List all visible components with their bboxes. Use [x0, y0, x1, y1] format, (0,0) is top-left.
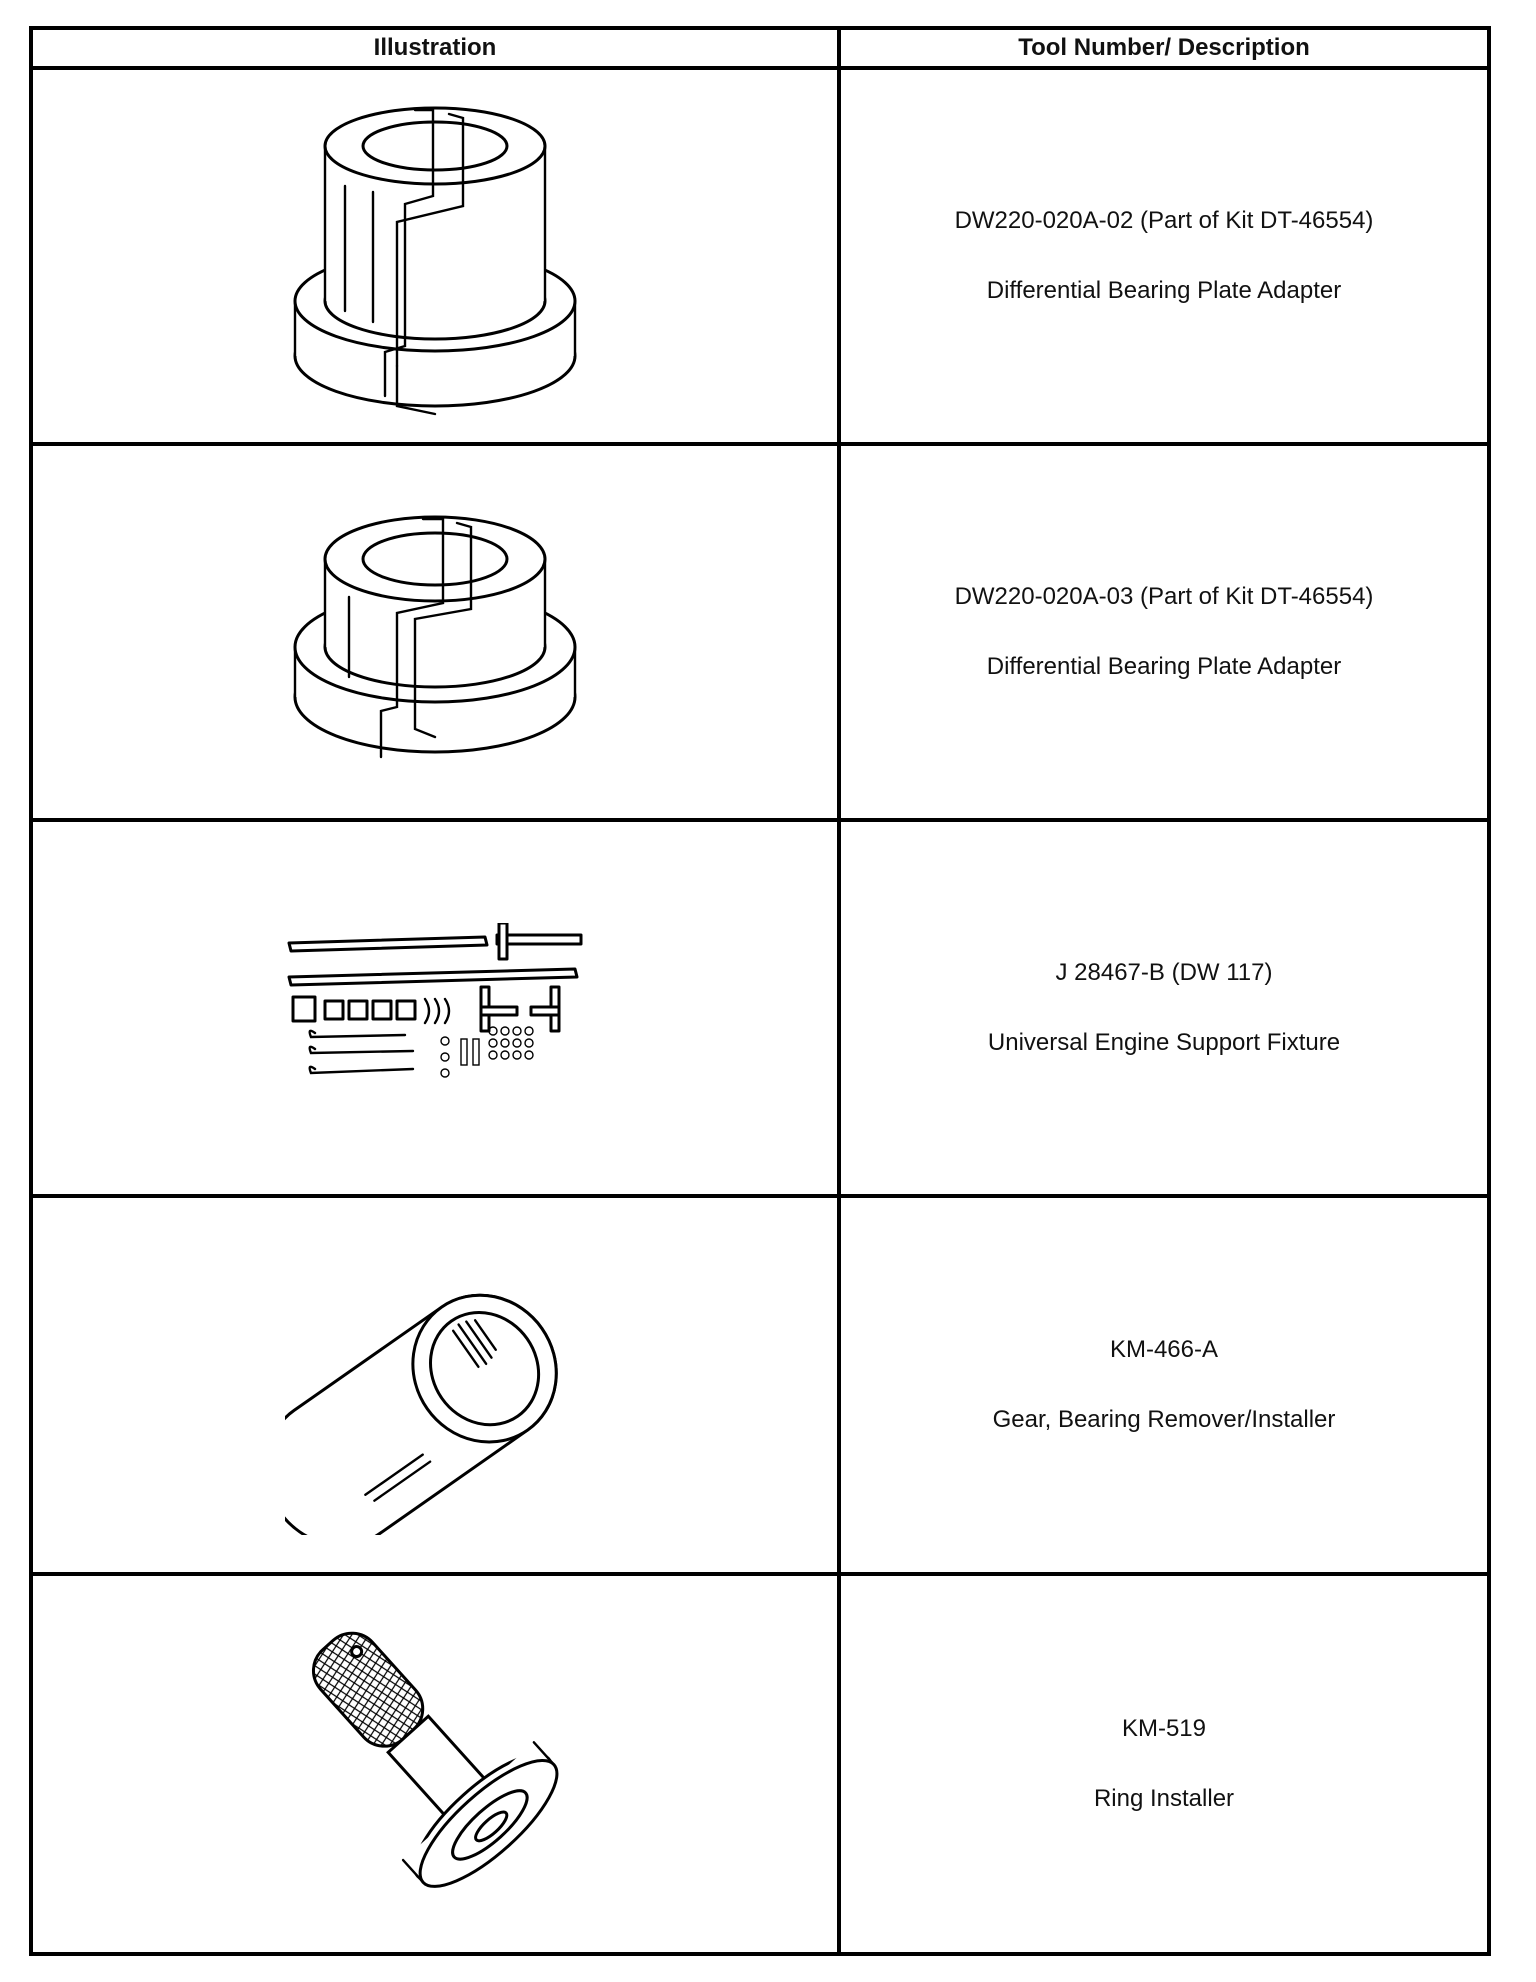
- knurled-handle-installer-icon: [311, 1631, 559, 1888]
- tool-number: DW220-020A-03 (Part of Kit DT-46554): [954, 583, 1374, 610]
- table-row: DW220-020A-02 (Part of Kit DT-46554) Dif…: [33, 70, 1487, 446]
- tool-description: Universal Engine Support Fixture: [987, 1029, 1341, 1056]
- table-row: DW220-020A-03 (Part of Kit DT-46554) Dif…: [33, 446, 1487, 822]
- column-header-description: Tool Number/ Description: [1018, 34, 1310, 61]
- description-cell: DW220-020A-02 (Part of Kit DT-46554) Dif…: [841, 70, 1487, 442]
- illustration-cell: [33, 70, 837, 442]
- table-row: J 28467-B (DW 117) Universal Engine Supp…: [33, 822, 1487, 1198]
- tool-table: Illustration Tool Number/ Description: [29, 26, 1491, 1956]
- tool-description: Differential Bearing Plate Adapter: [986, 277, 1342, 304]
- tool-description: Gear, Bearing Remover/Installer: [992, 1406, 1336, 1433]
- split-bearing-adapter-tall-icon: [293, 106, 577, 416]
- description-cell: DW220-020A-03 (Part of Kit DT-46554) Dif…: [841, 446, 1487, 818]
- table-row: KM-519 Ring Installer: [33, 1576, 1487, 1952]
- cylinder-sleeve-icon: [285, 1293, 558, 1535]
- description-cell: KM-466-A Gear, Bearing Remover/Installer: [841, 1198, 1487, 1572]
- table-row: KM-466-A Gear, Bearing Remover/Installer: [33, 1198, 1487, 1576]
- tool-number: J 28467-B (DW 117): [1055, 959, 1273, 986]
- tool-description: Ring Installer: [1093, 1785, 1235, 1812]
- column-header-illustration: Illustration: [373, 34, 497, 61]
- tool-number: KM-466-A: [1109, 1336, 1219, 1363]
- illustration-cell: [33, 1576, 837, 1952]
- tool-description: Differential Bearing Plate Adapter: [986, 653, 1342, 680]
- table-header: Illustration Tool Number/ Description: [33, 30, 1487, 70]
- tool-number: DW220-020A-02 (Part of Kit DT-46554): [954, 207, 1374, 234]
- description-cell: KM-519 Ring Installer: [841, 1576, 1487, 1952]
- tool-number: KM-519: [1121, 1715, 1207, 1742]
- illustration-cell: [33, 446, 837, 818]
- column-divider: [837, 30, 841, 1952]
- split-bearing-adapter-short-icon: [293, 515, 577, 759]
- description-cell: J 28467-B (DW 117) Universal Engine Supp…: [841, 822, 1487, 1194]
- illustration-cell: [33, 822, 837, 1194]
- illustration-cell: [33, 1198, 837, 1572]
- engine-support-fixture-kit-icon: [287, 923, 583, 1078]
